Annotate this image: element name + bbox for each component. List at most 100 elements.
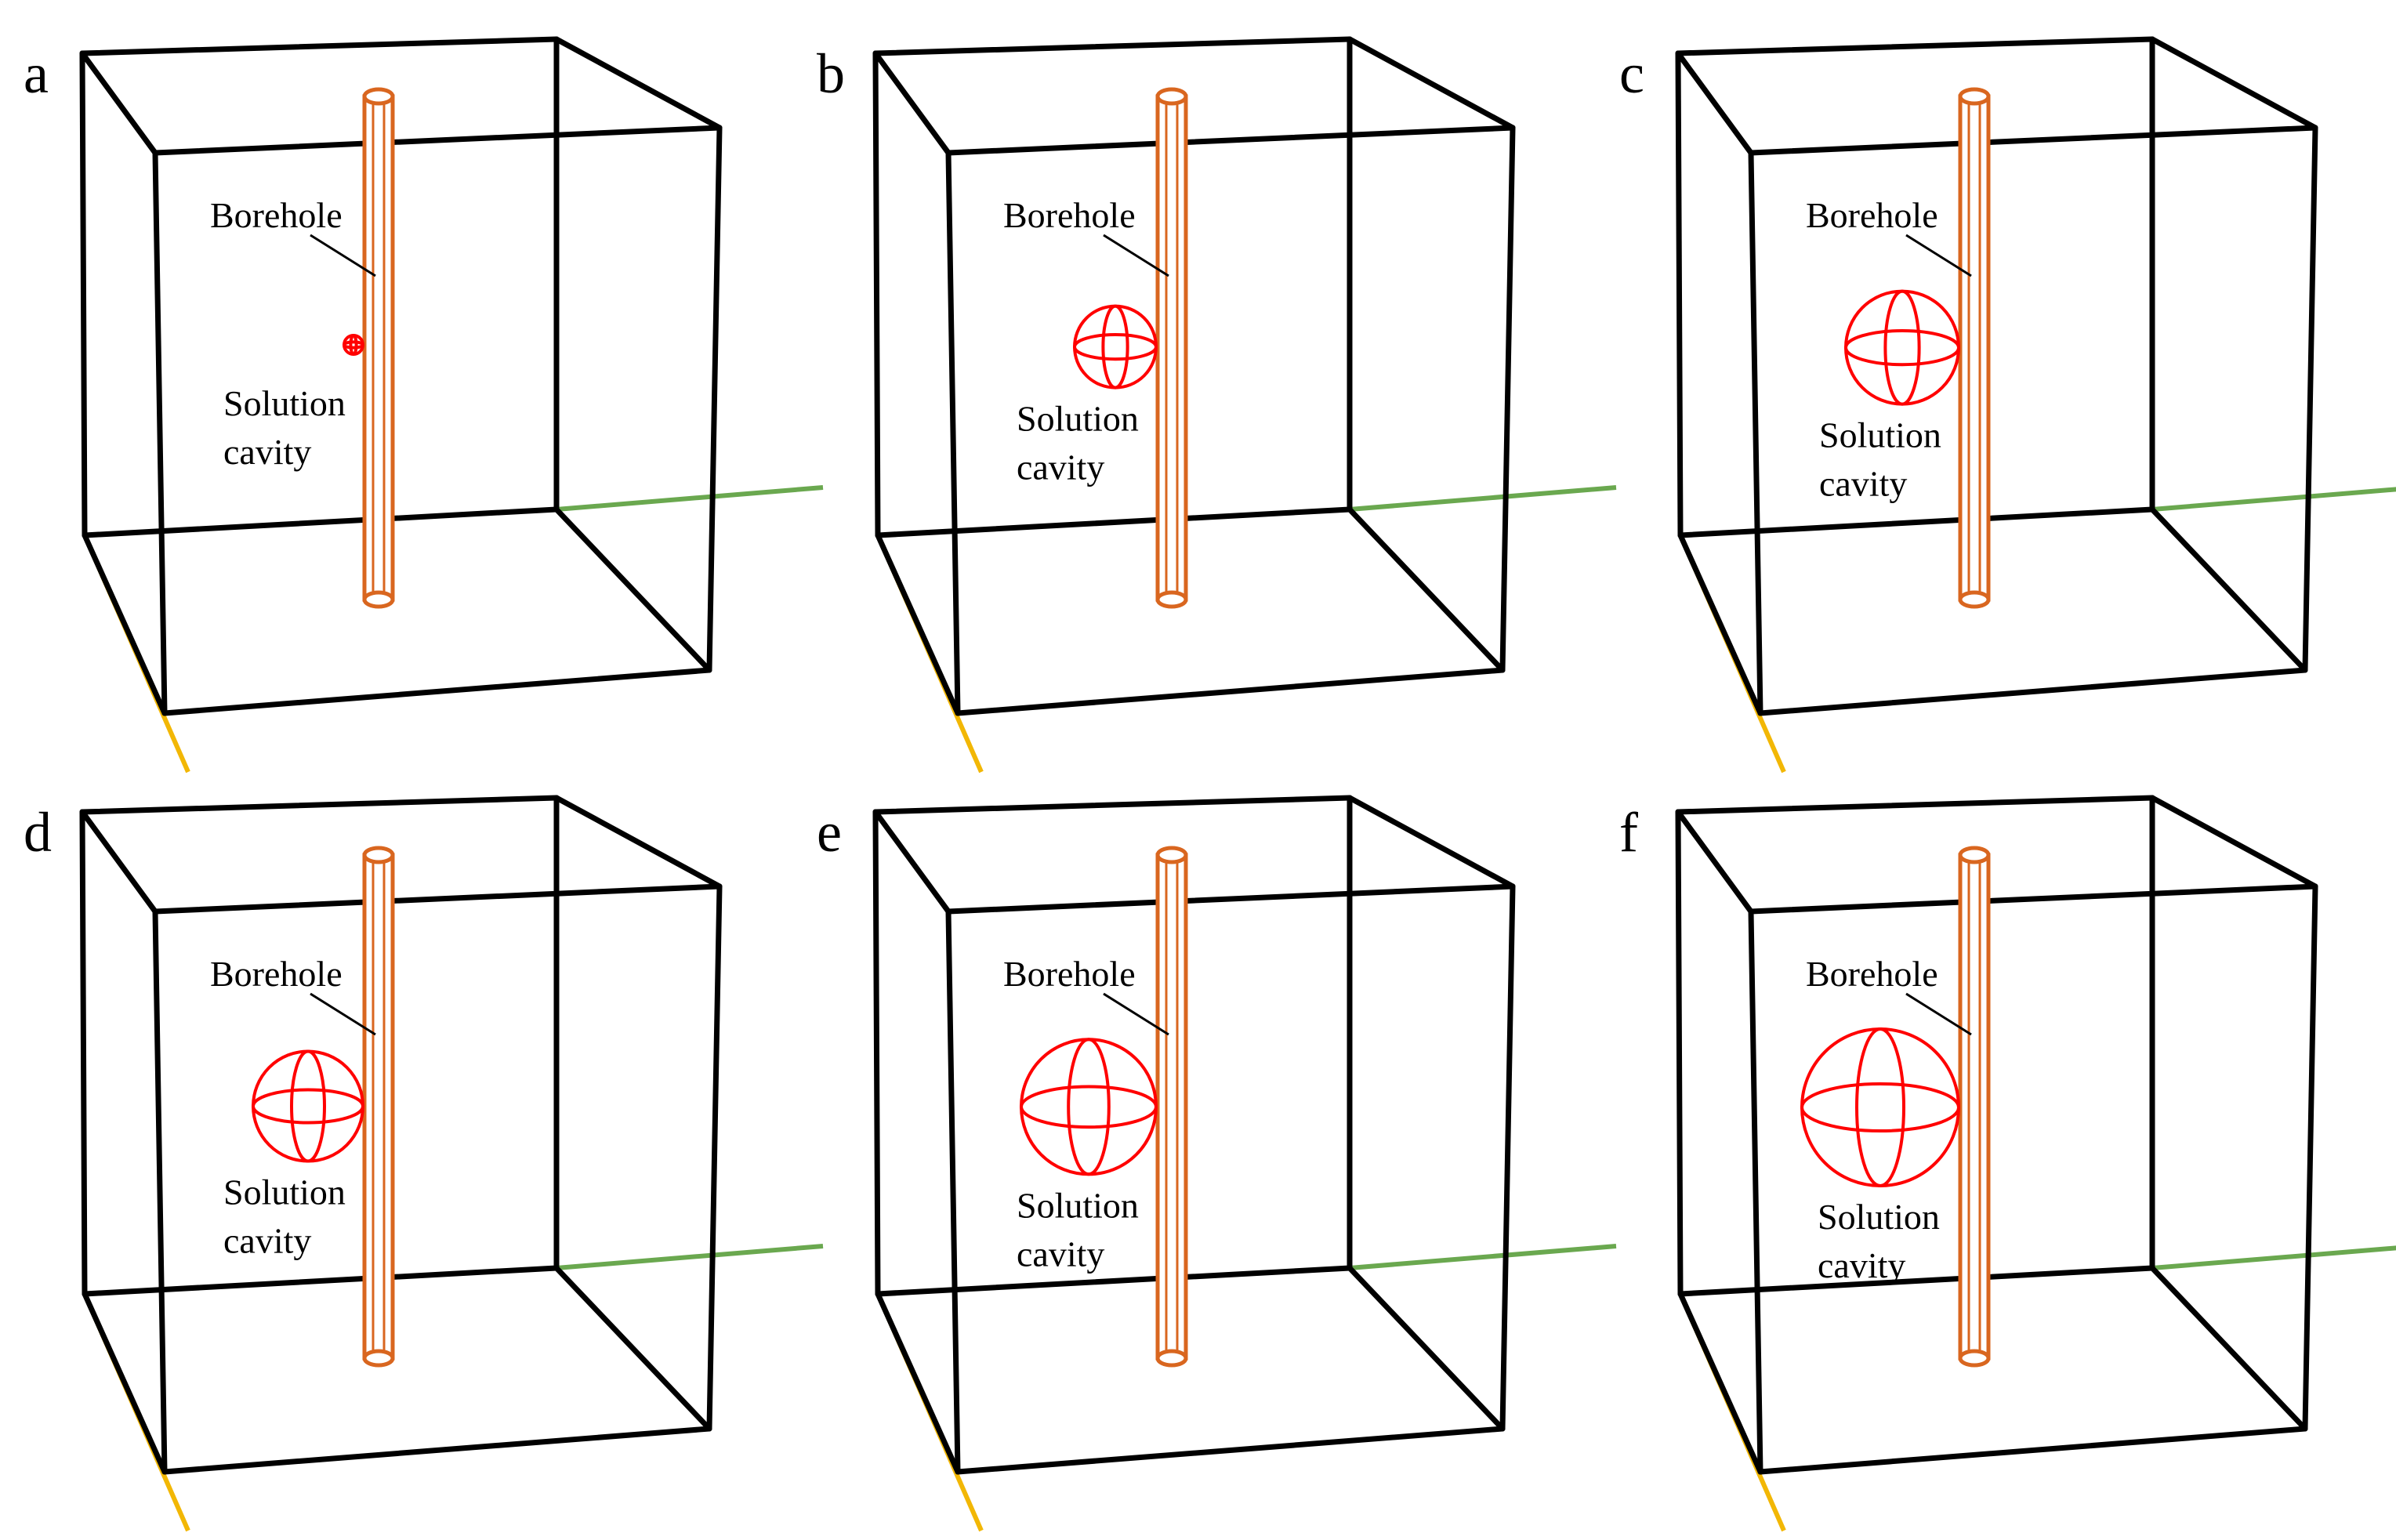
cube-edge bbox=[553, 795, 723, 890]
cube-edge bbox=[553, 36, 723, 131]
cavity-label-line1: Solution bbox=[1819, 415, 1941, 455]
cube-edge bbox=[79, 809, 88, 1297]
borehole-leader-line bbox=[1103, 992, 1169, 1036]
cube-edge bbox=[872, 795, 1353, 815]
solution-cavity bbox=[1844, 289, 1960, 406]
panel-letter: a bbox=[24, 42, 49, 105]
panels-root: BoreholeSolutioncavityaBoreholeSolutionc… bbox=[24, 36, 2396, 1532]
borehole-top-cap bbox=[1958, 846, 1991, 864]
cavity-equator bbox=[343, 340, 364, 350]
cavity-label-line2: cavity bbox=[1819, 464, 1907, 504]
cube-edge bbox=[872, 809, 881, 1297]
cavity-equator bbox=[1800, 1082, 1960, 1132]
x-axis-line bbox=[556, 485, 824, 512]
cube-edge bbox=[875, 532, 961, 716]
borehole-body bbox=[1155, 94, 1188, 602]
cube-edge bbox=[1677, 506, 2155, 538]
panel-letter: f bbox=[1619, 801, 1638, 864]
cube-edge bbox=[2302, 883, 2318, 1432]
cube-edge bbox=[875, 1291, 961, 1475]
borehole-body bbox=[1958, 94, 1991, 602]
cavity-outline bbox=[1844, 289, 1960, 406]
cube-edge bbox=[2302, 125, 2318, 673]
borehole-label: Borehole bbox=[210, 954, 343, 994]
solution-cavity bbox=[343, 334, 364, 356]
cube-edge bbox=[945, 150, 961, 716]
cube-edge bbox=[82, 1265, 560, 1297]
cavity-label-line1: Solution bbox=[1017, 1185, 1139, 1225]
cavity-label-line2: cavity bbox=[1017, 1234, 1104, 1274]
cube-frame bbox=[1675, 36, 2318, 716]
borehole-label: Borehole bbox=[1003, 195, 1136, 235]
borehole-leader-line bbox=[1103, 234, 1169, 277]
cavity-outline bbox=[343, 334, 364, 356]
borehole-top-cap bbox=[362, 87, 395, 106]
borehole bbox=[1958, 87, 1991, 609]
borehole-top-cap bbox=[1155, 87, 1188, 106]
cavity-meridian bbox=[1883, 289, 1921, 406]
borehole-body bbox=[1958, 853, 1991, 1361]
cube-edge bbox=[2149, 506, 2308, 673]
solution-cavity bbox=[1073, 304, 1158, 390]
cube-edge bbox=[79, 50, 88, 538]
cube-edge bbox=[79, 36, 560, 56]
borehole-body bbox=[362, 853, 395, 1361]
cube-edge bbox=[1748, 908, 1763, 1475]
cube-edge bbox=[1347, 795, 1516, 890]
cube-edge bbox=[875, 1265, 1353, 1297]
cube-edge bbox=[1675, 809, 1684, 1297]
cavity-label-line2: cavity bbox=[223, 432, 311, 472]
borehole-label: Borehole bbox=[210, 195, 343, 235]
cube-edge bbox=[152, 125, 723, 156]
cube-edge bbox=[875, 506, 1353, 538]
cavity-label-line1: Solution bbox=[1017, 399, 1139, 439]
borehole-label: Borehole bbox=[1003, 954, 1136, 994]
cube-edge bbox=[1675, 809, 1754, 915]
borehole-bottom-cap bbox=[362, 1349, 395, 1368]
cube-edge bbox=[1748, 150, 1763, 716]
panel-letter: d bbox=[24, 801, 52, 864]
cube-edge bbox=[152, 883, 723, 915]
borehole-top-cap bbox=[1958, 87, 1991, 106]
solution-cavity bbox=[1020, 1038, 1158, 1176]
borehole-label: Borehole bbox=[1806, 195, 1938, 235]
borehole-bottom-cap bbox=[1155, 1349, 1188, 1368]
cavity-meridian bbox=[349, 334, 358, 356]
cube-edge bbox=[872, 36, 1353, 56]
cube-edge bbox=[1677, 1265, 2155, 1297]
solution-cavity bbox=[1800, 1027, 1960, 1187]
borehole-bottom-cap bbox=[1155, 590, 1188, 609]
cube-edge bbox=[2149, 1265, 2308, 1432]
borehole-bottom-cap bbox=[1958, 1349, 1991, 1368]
cavity-equator bbox=[252, 1088, 364, 1125]
cube-edge bbox=[161, 1426, 712, 1475]
borehole-body bbox=[362, 94, 395, 602]
borehole-body bbox=[1155, 853, 1188, 1361]
x-axis-line bbox=[1349, 1244, 1617, 1270]
cavity-label-line2: cavity bbox=[1818, 1245, 1905, 1285]
cube-edge bbox=[872, 809, 952, 915]
borehole-label: Borehole bbox=[1806, 954, 1938, 994]
cube-edge bbox=[2149, 36, 2318, 131]
cube-edge bbox=[1347, 36, 1516, 131]
cube-edge bbox=[79, 50, 158, 156]
panel-letter: c bbox=[1619, 42, 1644, 105]
cube-edge bbox=[82, 1291, 168, 1475]
cavity-outline bbox=[252, 1049, 364, 1163]
borehole bbox=[1155, 846, 1188, 1368]
cube-edge bbox=[1757, 1426, 2308, 1475]
cube-edge bbox=[1757, 667, 2308, 716]
cube-edge bbox=[1677, 1291, 1763, 1475]
cube-edge bbox=[152, 908, 168, 1475]
cube-edge bbox=[553, 1265, 712, 1432]
cube-edge bbox=[945, 125, 1516, 156]
cube-edge bbox=[1675, 50, 1754, 156]
borehole-leader-line bbox=[1905, 992, 1972, 1036]
cavity-equator bbox=[1844, 329, 1960, 367]
x-axis-line bbox=[1349, 485, 1617, 512]
cube-edge bbox=[955, 1426, 1506, 1475]
